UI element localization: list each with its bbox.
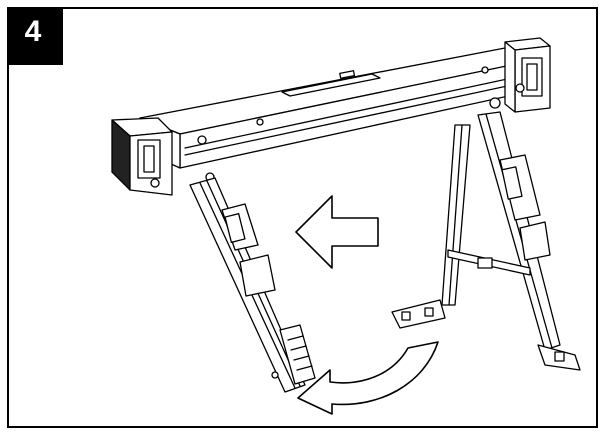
right-front-leg (477, 111, 581, 371)
left-arrow-icon (295, 195, 379, 269)
right-rear-leg (391, 124, 471, 329)
cross-brace (447, 249, 531, 276)
left-folding-leg (189, 177, 316, 393)
left-end-bracket (111, 117, 173, 196)
right-end-bracket (504, 37, 551, 113)
curved-fold-arrow-icon (297, 341, 439, 415)
step-number-badge: 4 (7, 7, 63, 65)
